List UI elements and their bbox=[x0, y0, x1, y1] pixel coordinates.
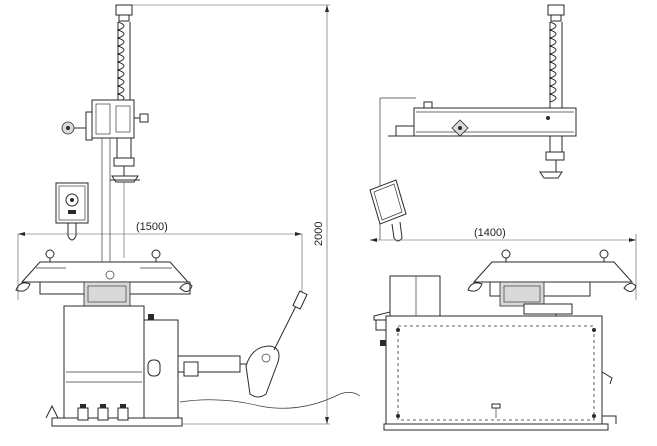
side-cabinet bbox=[380, 315, 617, 431]
side-column-base bbox=[373, 275, 441, 331]
side-turntable bbox=[467, 249, 637, 316]
front-cabinet bbox=[45, 305, 183, 427]
front-view: (1500) bbox=[15, 4, 361, 427]
front-turntable bbox=[15, 249, 193, 307]
front-bead-breaker bbox=[177, 290, 361, 409]
front-mount-tool bbox=[110, 137, 140, 183]
width-dimension-label: (1500) bbox=[136, 221, 168, 233]
side-view: (1400) bbox=[369, 4, 637, 431]
front-width-dimension: (1500) bbox=[17, 182, 303, 300]
front-head-block bbox=[61, 99, 149, 300]
side-control-box bbox=[369, 179, 407, 242]
side-spring-column bbox=[547, 4, 565, 108]
depth-dimension-label: (1400) bbox=[474, 227, 506, 239]
side-depth-dimension: (1400) bbox=[370, 227, 637, 300]
side-horizontal-arm bbox=[379, 97, 577, 240]
height-dimension: 2000 bbox=[132, 4, 330, 425]
side-mount-tool bbox=[539, 135, 565, 179]
front-spring-column bbox=[115, 4, 133, 104]
height-dimension-label: 2000 bbox=[313, 222, 325, 246]
front-control-box bbox=[55, 182, 89, 241]
